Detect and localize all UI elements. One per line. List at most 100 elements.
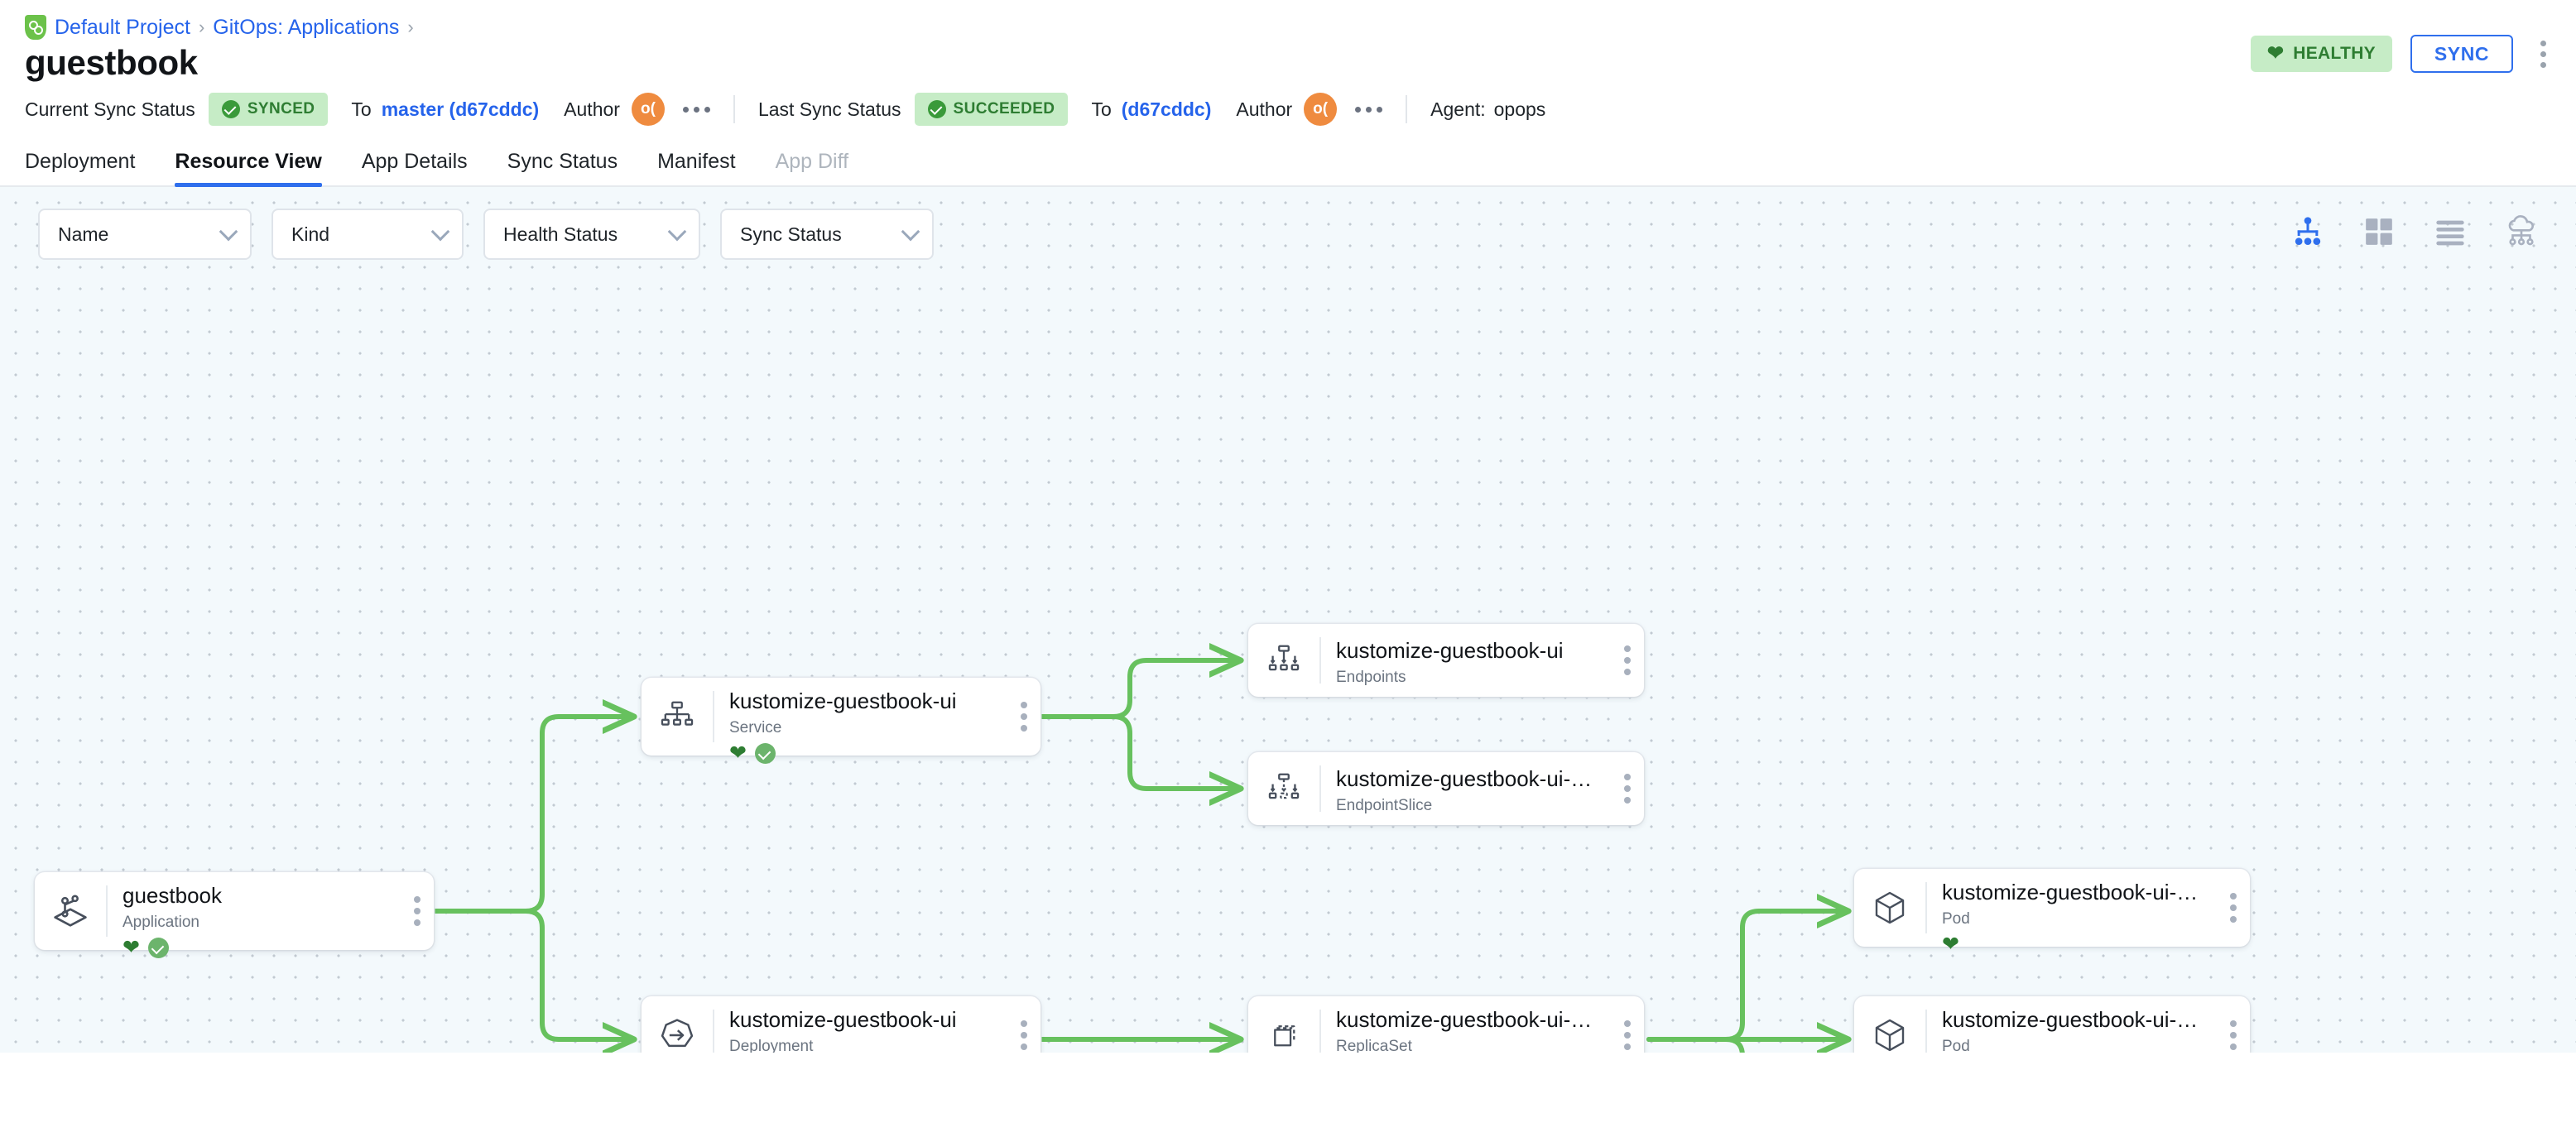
node-badges: ❤	[729, 743, 1040, 765]
divider	[1406, 95, 1408, 123]
node-title: guestbook	[123, 884, 222, 908]
chevron-down-icon	[430, 222, 450, 241]
view-toggle-group	[2290, 213, 2540, 250]
graph-node-pod[interactable]: kustomize-guestbook-ui-… Pod ❤	[1854, 869, 2250, 955]
node-kind: Application	[123, 913, 199, 931]
breadcrumb-item-gitops-applications[interactable]: GitOps: Applications	[213, 15, 400, 39]
last-revision-link[interactable]: (d67cddc)	[1121, 98, 1212, 120]
current-revision-link[interactable]: master (d67cddc)	[381, 98, 540, 120]
node-divider	[1925, 1010, 1927, 1053]
pod-icon	[1854, 996, 1925, 1053]
chevron-down-icon	[667, 222, 687, 241]
graph-node-replicaset[interactable]: kustomize-guestbook-ui-… ReplicaSet ❤	[1248, 996, 1644, 1053]
argo-project-icon	[25, 15, 46, 40]
node-divider	[713, 1010, 714, 1053]
node-menu-icon[interactable]	[1624, 774, 1631, 804]
kebab-horizontal-icon[interactable]	[1355, 106, 1383, 113]
application-icon	[35, 872, 106, 950]
tree-view-icon[interactable]	[2290, 213, 2326, 250]
node-menu-icon[interactable]	[2230, 1020, 2237, 1050]
kebab-vertical-icon[interactable]	[2531, 37, 2554, 70]
graph-node-endpointslice[interactable]: kustomize-guestbook-ui-… EndpointSlice	[1248, 752, 1644, 825]
tab-app-diff: App Diff	[775, 150, 849, 173]
network-view-icon[interactable]	[2503, 213, 2540, 250]
node-divider	[106, 885, 108, 937]
node-body: kustomize-guestbook-ui-… ReplicaSet ❤	[1321, 996, 1644, 1053]
list-view-icon[interactable]	[2432, 213, 2468, 250]
breadcrumb-separator: ›	[407, 17, 414, 37]
node-title: kustomize-guestbook-ui-…	[1942, 880, 2199, 904]
kebab-horizontal-icon[interactable]	[682, 106, 710, 113]
tab-manifest[interactable]: Manifest	[657, 150, 736, 173]
graph-node-deployment[interactable]: kustomize-guestbook-ui Deployment ❤	[642, 996, 1040, 1053]
node-menu-icon[interactable]	[414, 896, 421, 926]
avatar[interactable]: o(	[1304, 93, 1338, 126]
tab-deployment[interactable]: Deployment	[25, 150, 136, 173]
node-kind: EndpointSlice	[1336, 796, 1433, 814]
filter-kind-label: Kind	[291, 223, 330, 245]
graph-node-endpoints[interactable]: kustomize-guestbook-ui Endpoints	[1248, 624, 1644, 697]
filter-sync-status-select[interactable]: Sync Status	[720, 209, 934, 260]
filter-health-status-select[interactable]: Health Status	[483, 209, 700, 260]
heart-icon: ❤	[2266, 42, 2285, 65]
node-menu-icon[interactable]	[2230, 893, 2237, 923]
chevron-down-icon	[219, 222, 238, 241]
node-badges: ❤	[123, 938, 434, 959]
heart-icon: ❤	[729, 741, 747, 765]
node-kind: Pod	[1942, 1037, 1970, 1053]
heart-icon: ❤	[123, 936, 140, 960]
node-divider	[1319, 765, 1321, 812]
breadcrumb-item-default-project[interactable]: Default Project	[55, 15, 190, 39]
current-to-label: To	[351, 98, 372, 120]
node-kind: Endpoints	[1336, 668, 1406, 686]
endpoints-icon	[1248, 624, 1319, 697]
node-body: kustomize-guestbook-ui-… EndpointSlice	[1321, 752, 1644, 825]
agent-info: Agent:opops	[1430, 98, 1545, 121]
graph-node-application[interactable]: guestbook Application ❤	[35, 872, 434, 959]
node-divider	[1319, 1010, 1321, 1053]
grid-view-icon[interactable]	[2361, 213, 2397, 250]
node-menu-icon[interactable]	[1021, 1020, 1027, 1050]
service-icon	[642, 678, 713, 756]
filter-kind-select[interactable]: Kind	[272, 209, 464, 260]
last-author-label: Author	[1236, 98, 1293, 120]
last-sync-status-label: Last Sync Status	[757, 98, 901, 120]
sync-button[interactable]: SYNC	[2410, 35, 2513, 73]
tab-resource-view[interactable]: Resource View	[155, 150, 341, 187]
check-circle-icon	[927, 100, 946, 118]
graph-node-service[interactable]: kustomize-guestbook-ui Service ❤	[642, 678, 1040, 765]
graph-node-pod[interactable]: kustomize-guestbook-ui-… Pod ❤	[1854, 996, 2250, 1053]
node-divider	[1925, 882, 1927, 933]
chevron-down-icon	[901, 222, 920, 241]
node-menu-icon[interactable]	[1624, 1020, 1631, 1050]
deployment-icon	[642, 996, 713, 1053]
node-menu-icon[interactable]	[1624, 645, 1631, 675]
endpointslice-icon	[1248, 752, 1319, 825]
current-sync-status-badge: SYNCED	[208, 93, 329, 126]
node-divider	[1319, 637, 1321, 684]
node-title: kustomize-guestbook-ui	[729, 689, 957, 713]
resource-graph-canvas[interactable]: Name Kind Health Status Sync Status	[0, 187, 2576, 1053]
node-title: kustomize-guestbook-ui-…	[1336, 767, 1593, 791]
divider	[733, 95, 735, 123]
app-header: Default Project › GitOps: Applications ›…	[0, 0, 2576, 83]
header-actions: ❤ HEALTHY SYNC	[2250, 35, 2554, 73]
avatar[interactable]: o(	[631, 93, 665, 126]
node-body: kustomize-guestbook-ui-… Pod ❤	[1927, 996, 2250, 1053]
last-sync-status-value: SUCCEEDED	[953, 100, 1055, 118]
breadcrumb: Default Project › GitOps: Applications ›	[0, 0, 2576, 40]
node-body: kustomize-guestbook-ui-… Pod ❤	[1927, 869, 2250, 955]
check-circle-icon	[147, 938, 169, 959]
filter-name-label: Name	[58, 223, 109, 245]
tab-bar: Deployment Resource View App Details Syn…	[0, 136, 2576, 187]
node-title: kustomize-guestbook-ui-…	[1336, 1008, 1593, 1032]
node-title: kustomize-guestbook-ui	[1336, 639, 1564, 663]
tab-sync-status[interactable]: Sync Status	[507, 150, 618, 173]
current-author-label: Author	[564, 98, 620, 120]
filter-name-select[interactable]: Name	[38, 209, 252, 260]
agent-value: opops	[1493, 98, 1546, 120]
node-menu-icon[interactable]	[1021, 702, 1027, 732]
last-to-label: To	[1091, 98, 1112, 120]
filter-sync-status-label: Sync Status	[740, 223, 842, 245]
tab-app-details[interactable]: App Details	[361, 150, 468, 173]
